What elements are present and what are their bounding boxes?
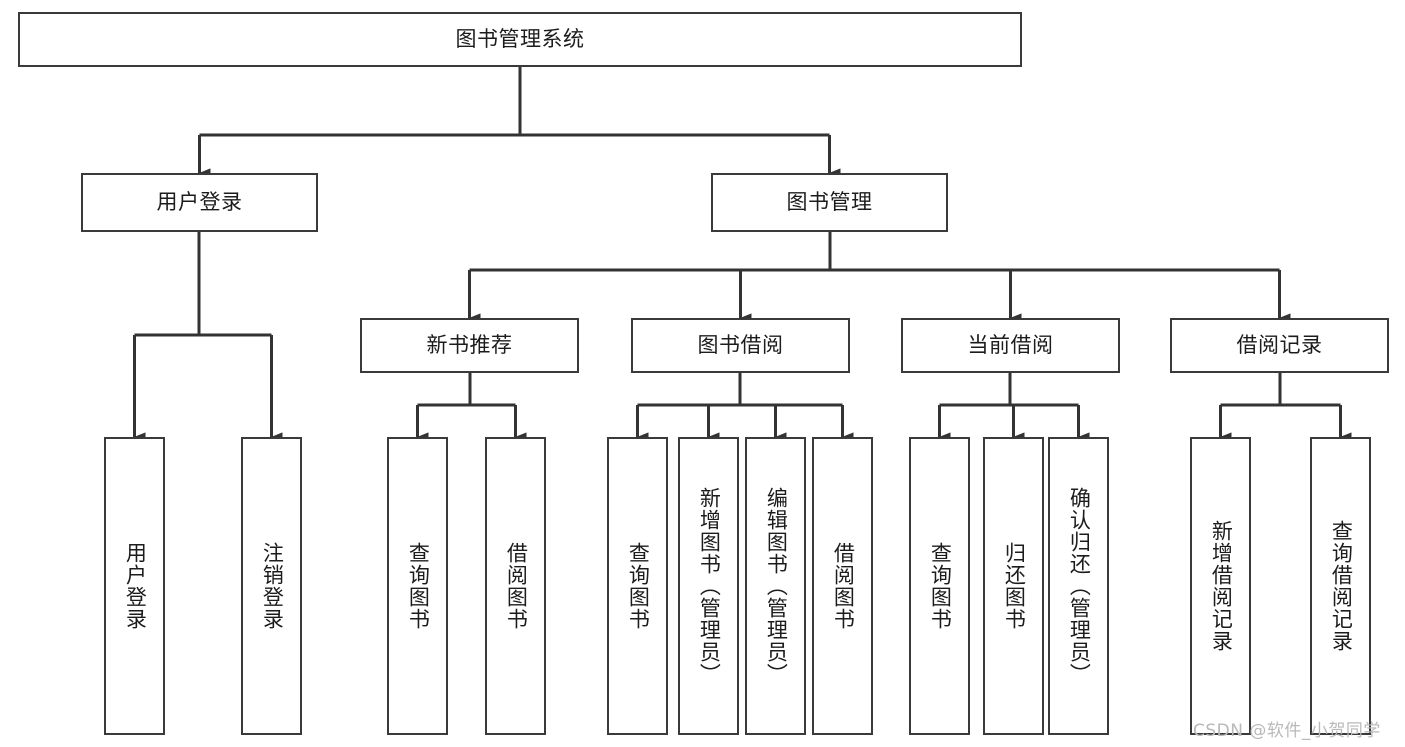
- node-leaf-6[interactable]: 新增图书（管理员）: [678, 437, 739, 735]
- node-records[interactable]: 借阅记录: [1170, 318, 1389, 373]
- node-label: 图书管理: [786, 190, 873, 215]
- node-bookmgmt[interactable]: 图书管理: [711, 173, 948, 232]
- node-label: 新增借阅记录: [1209, 520, 1234, 652]
- node-label: 查询图书: [928, 542, 953, 630]
- node-leaf-12[interactable]: 新增借阅记录: [1190, 437, 1251, 735]
- node-leaf-3[interactable]: 查询图书: [387, 437, 448, 735]
- node-label: 新书推荐: [426, 333, 513, 358]
- node-leaf-5[interactable]: 查询图书: [607, 437, 668, 735]
- node-root[interactable]: 图书管理系统: [18, 12, 1022, 67]
- node-newbook[interactable]: 新书推荐: [360, 318, 579, 373]
- node-leaf-11[interactable]: 确认归还（管理员）: [1048, 437, 1109, 735]
- node-label: 确认归还（管理员）: [1067, 487, 1092, 685]
- node-label: 借阅图书: [831, 542, 856, 630]
- node-label: 当前借阅: [967, 333, 1054, 358]
- node-label: 查询图书: [626, 542, 651, 630]
- node-label: 归还图书: [1002, 542, 1027, 630]
- node-current[interactable]: 当前借阅: [901, 318, 1120, 373]
- node-leaf-7[interactable]: 编辑图书（管理员）: [745, 437, 806, 735]
- node-label: 新增图书（管理员）: [697, 487, 722, 685]
- node-label: 图书借阅: [697, 333, 784, 358]
- node-leaf-1[interactable]: 用户登录: [104, 437, 165, 735]
- node-leaf-4[interactable]: 借阅图书: [485, 437, 546, 735]
- node-leaf-8[interactable]: 借阅图书: [812, 437, 873, 735]
- node-leaf-2[interactable]: 注销登录: [241, 437, 302, 735]
- node-label: 查询图书: [406, 542, 431, 630]
- node-label: 用户登录: [123, 542, 148, 630]
- node-label: 注销登录: [260, 542, 285, 630]
- connector-group: [133, 67, 1352, 442]
- node-label: 编辑图书（管理员）: [764, 487, 789, 685]
- node-leaf-13[interactable]: 查询借阅记录: [1310, 437, 1371, 735]
- node-label: 借阅图书: [504, 542, 529, 630]
- node-login[interactable]: 用户登录: [81, 173, 318, 232]
- node-label: 借阅记录: [1236, 333, 1323, 358]
- node-label: 图书管理系统: [455, 27, 585, 52]
- node-leaf-9[interactable]: 查询图书: [909, 437, 970, 735]
- node-borrow[interactable]: 图书借阅: [631, 318, 850, 373]
- node-leaf-10[interactable]: 归还图书: [983, 437, 1044, 735]
- node-label: 查询借阅记录: [1329, 520, 1354, 652]
- node-label: 用户登录: [156, 190, 243, 215]
